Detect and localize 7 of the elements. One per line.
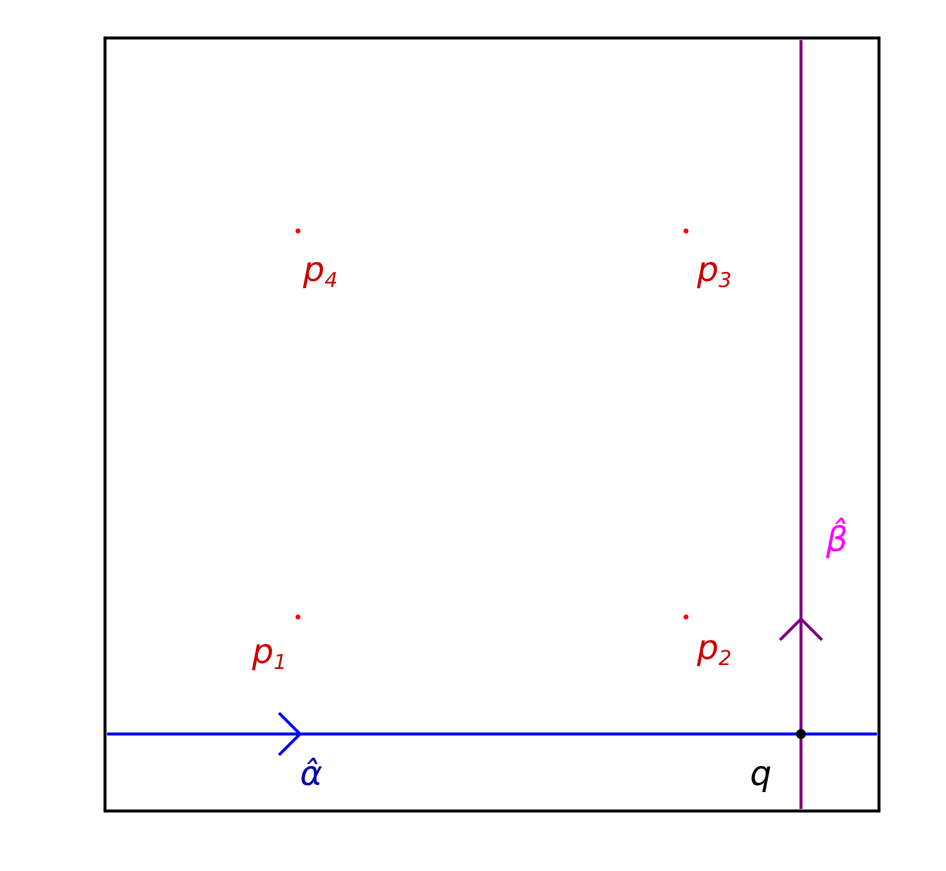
point-label: β̂ <box>826 518 848 562</box>
point-label: q <box>750 753 772 796</box>
point-label: p$_{2}$ <box>697 627 732 672</box>
point-label: p$_{1}$ <box>252 631 287 676</box>
point-label: p$_{4}$ <box>303 249 338 294</box>
point-label: p$_{3}$ <box>697 249 732 294</box>
point-label: α̂ <box>300 753 322 796</box>
